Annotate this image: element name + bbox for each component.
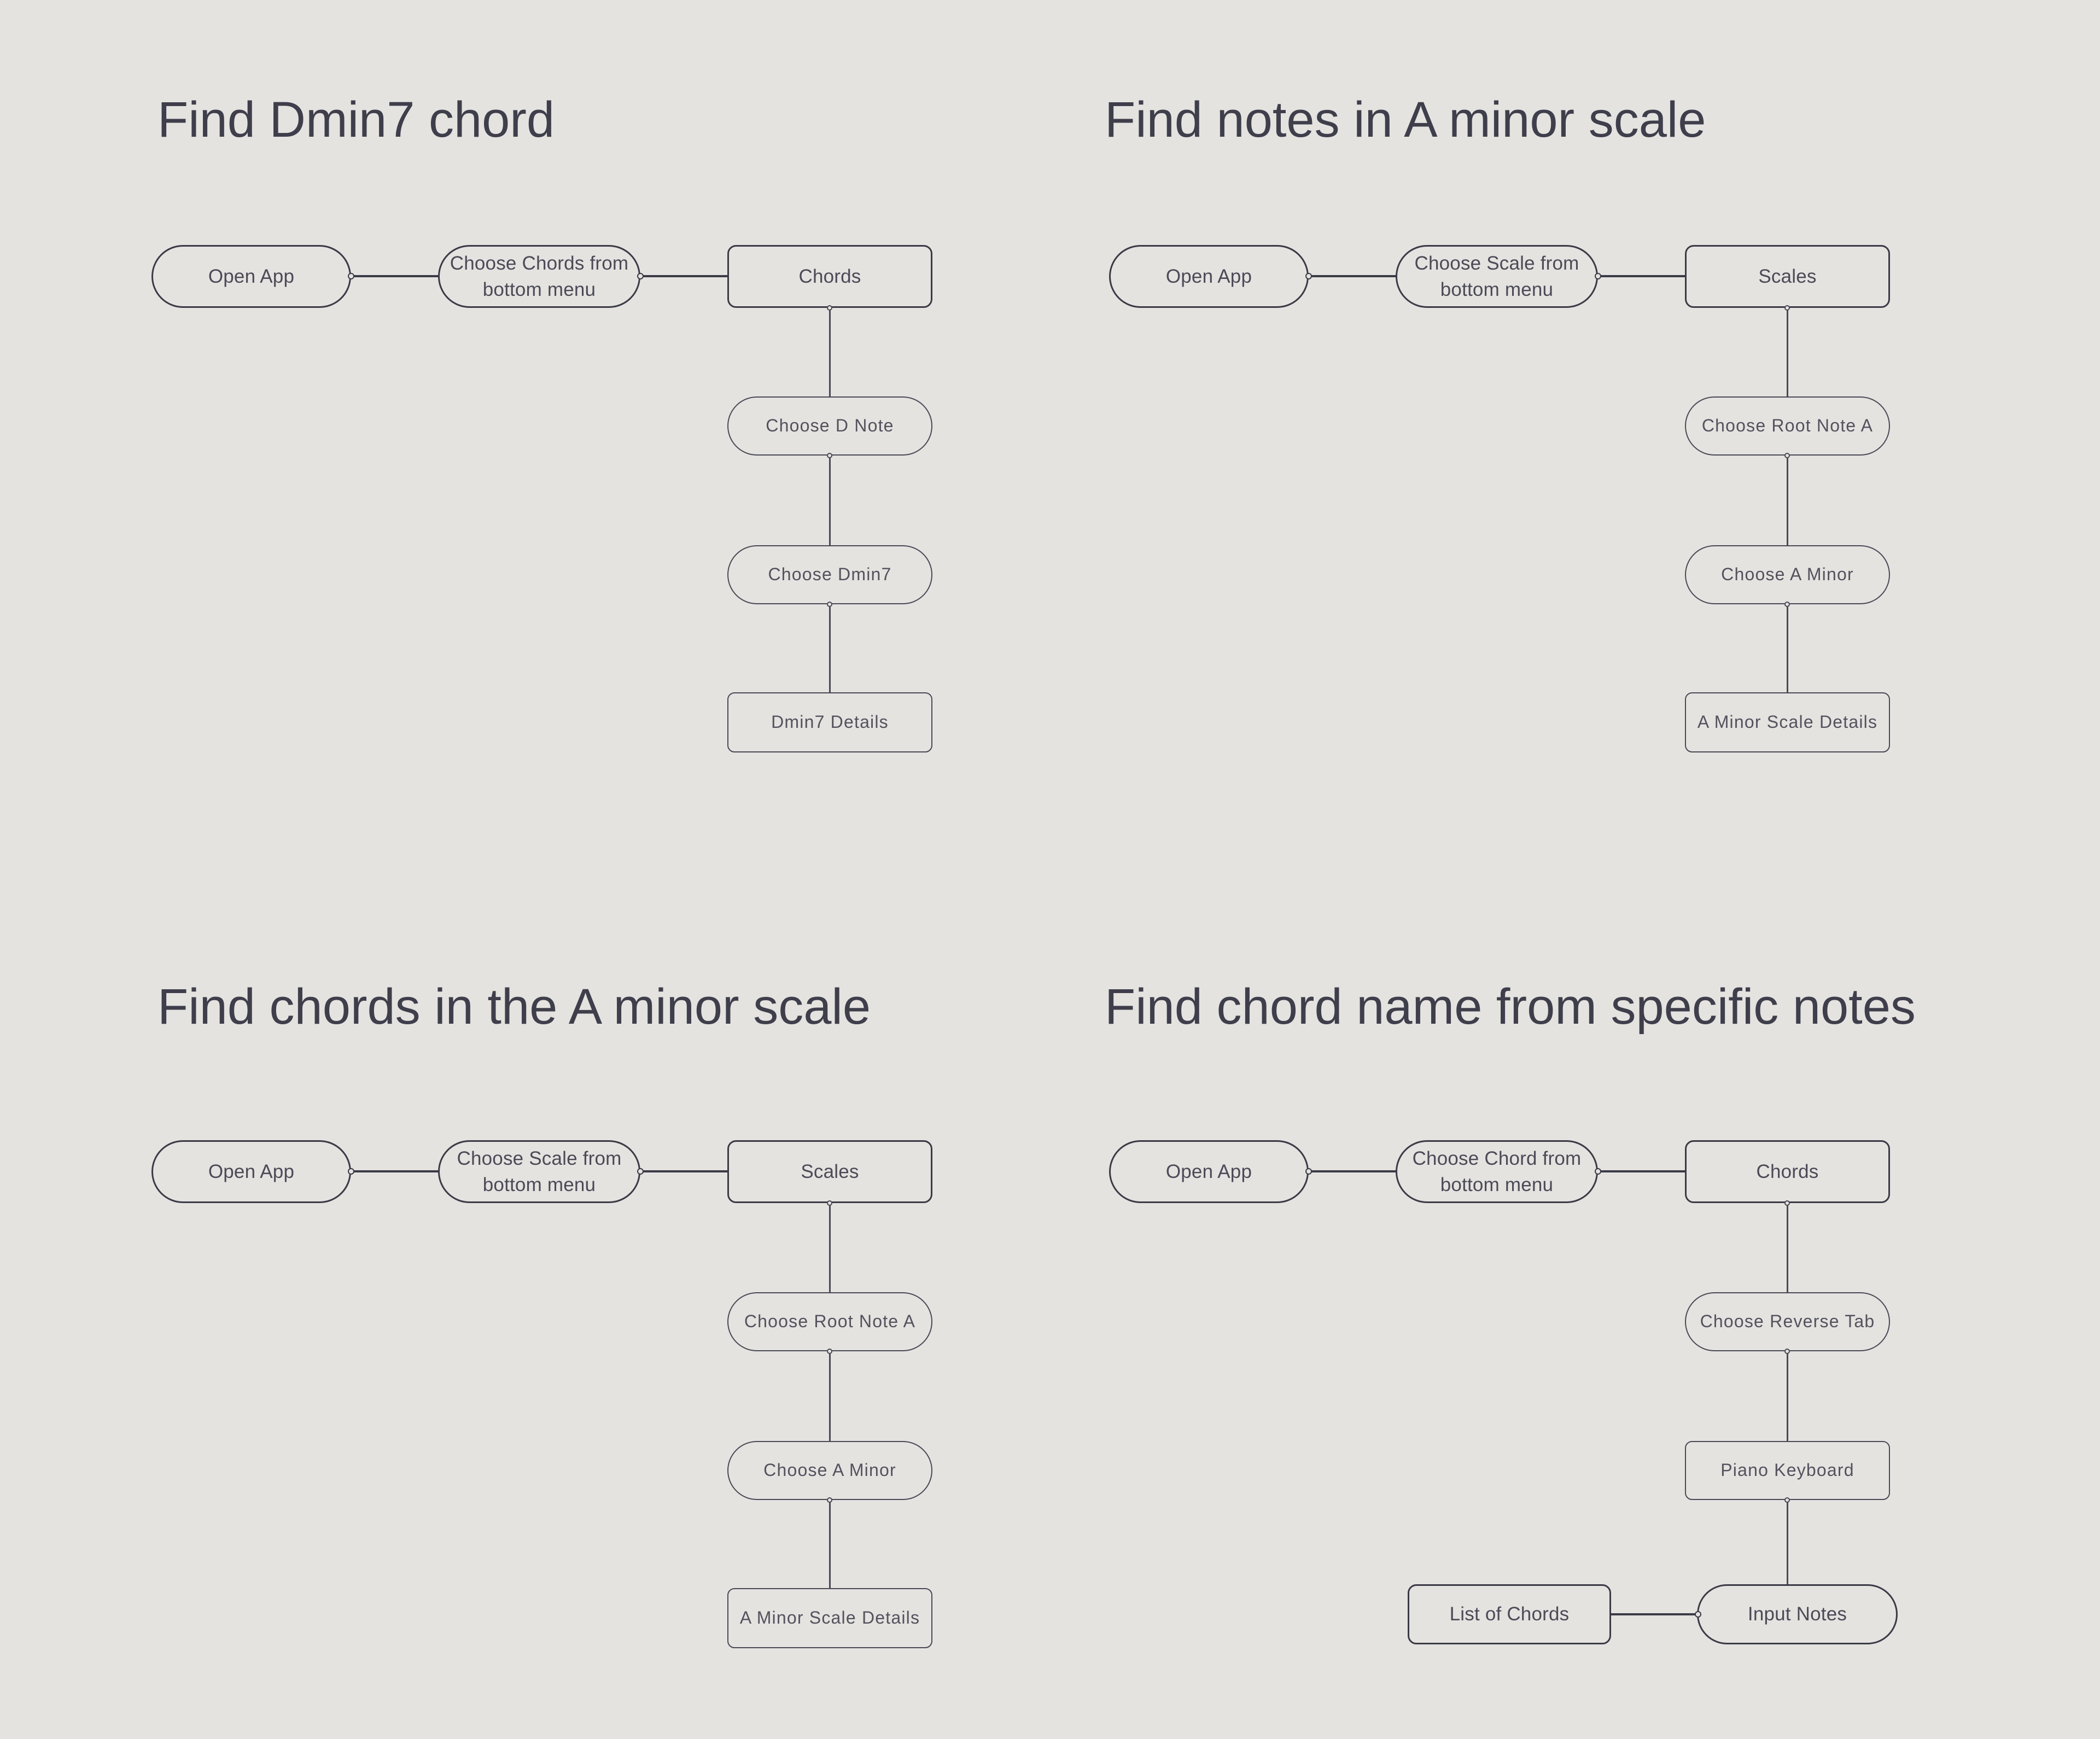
connector-line (639, 275, 728, 277)
connector-dot (1784, 602, 1790, 607)
connector-dot (827, 1349, 832, 1354)
connector-dot (1784, 1349, 1790, 1354)
node-label: Scales (1758, 265, 1817, 287)
connector-line (1611, 1613, 1698, 1615)
connector-dot (1784, 305, 1790, 311)
connector-line (1787, 603, 1788, 693)
node-choose-root-note-a[interactable]: Choose Root Note A (1685, 396, 1890, 456)
node-label: Choose Reverse Tab (1700, 1311, 1875, 1332)
connector-line (350, 275, 439, 277)
connector-line (1308, 1170, 1397, 1172)
connector-dot (637, 1168, 644, 1175)
node-choose-a-minor[interactable]: Choose A Minor (1685, 545, 1890, 604)
connector-dot (1784, 1497, 1790, 1503)
node-label: Choose A Minor (1721, 564, 1854, 585)
node-choose-scale-from-bottom-menu[interactable]: Choose Scale from bottom menu (438, 1140, 640, 1203)
node-scales[interactable]: Scales (727, 1140, 932, 1203)
node-choose-scale-from-bottom-menu[interactable]: Choose Scale from bottom menu (1396, 245, 1598, 308)
connector-dot (827, 602, 832, 607)
connector-dot (827, 453, 832, 458)
node-list-of-chords[interactable]: List of Chords (1408, 1584, 1611, 1644)
node-label: Choose Chord from bottom menu (1412, 1148, 1582, 1195)
node-label: Dmin7 Details (771, 712, 889, 732)
connector-dot (348, 1168, 354, 1175)
node-label: Choose D Note (766, 416, 894, 436)
connector-line (1597, 275, 1686, 277)
node-open-app[interactable]: Open App (151, 1140, 351, 1203)
connector-dot (827, 1200, 832, 1206)
node-label: Choose A Minor (763, 1460, 896, 1480)
node-label: Open App (1165, 265, 1252, 287)
connector-line (829, 307, 831, 398)
connector-dot (1595, 1168, 1601, 1175)
connector-line (350, 1170, 439, 1172)
node-label: Choose Root Note A (744, 1311, 916, 1332)
node-label: Input Notes (1747, 1603, 1847, 1625)
connector-line (1597, 1170, 1686, 1172)
flow-title: Find Dmin7 chord (158, 92, 555, 148)
node-open-app[interactable]: Open App (1109, 245, 1309, 308)
connector-dot (1595, 273, 1601, 279)
node-label: Open App (208, 265, 295, 287)
connector-dot (827, 305, 832, 311)
node-label: Piano Keyboard (1720, 1460, 1854, 1480)
node-label: A Minor Scale Details (1697, 712, 1878, 732)
node-label: Open App (1165, 1160, 1252, 1182)
node-label: Choose Scale from bottom menu (1414, 253, 1579, 300)
connector-line (1787, 307, 1788, 398)
node-a-minor-scale-details[interactable]: A Minor Scale Details (727, 1588, 932, 1648)
connector-line (829, 603, 831, 693)
connector-line (1787, 454, 1788, 547)
node-label: Chords (1756, 1160, 1819, 1182)
connector-line (1787, 1499, 1788, 1586)
node-label: Choose Root Note A (1701, 416, 1874, 436)
node-label: List of Chords (1449, 1603, 1570, 1625)
node-piano-keyboard[interactable]: Piano Keyboard (1685, 1441, 1890, 1500)
connector-dot (1305, 1168, 1312, 1175)
node-a-minor-scale-details[interactable]: A Minor Scale Details (1685, 692, 1890, 752)
connector-line (1308, 275, 1397, 277)
connector-line (829, 1350, 831, 1443)
node-open-app[interactable]: Open App (1109, 1140, 1309, 1203)
connector-line (829, 1202, 831, 1294)
node-choose-reverse-tab[interactable]: Choose Reverse Tab (1685, 1292, 1890, 1351)
node-choose-root-note-a[interactable]: Choose Root Note A (727, 1292, 932, 1351)
node-label: Chords (798, 265, 861, 287)
connector-dot (1695, 1611, 1701, 1618)
connector-line (829, 1499, 831, 1590)
node-label: Choose Dmin7 (768, 564, 892, 585)
connector-dot (637, 273, 644, 279)
flow-title: Find chords in the A minor scale (158, 979, 871, 1035)
connector-dot (1784, 1200, 1790, 1206)
node-scales[interactable]: Scales (1685, 245, 1890, 308)
connector-line (1787, 1202, 1788, 1294)
node-open-app[interactable]: Open App (151, 245, 351, 308)
connector-dot (348, 273, 354, 279)
node-choose-d-note[interactable]: Choose D Note (727, 396, 932, 456)
node-choose-chord-from-bottom-menu[interactable]: Choose Chord from bottom menu (1396, 1140, 1598, 1203)
flow-title: Find chord name from specific notes (1105, 979, 1916, 1035)
node-dmin7-details[interactable]: Dmin7 Details (727, 692, 932, 752)
connector-dot (1305, 273, 1312, 279)
node-choose-a-minor[interactable]: Choose A Minor (727, 1441, 932, 1500)
node-input-notes[interactable]: Input Notes (1697, 1584, 1898, 1644)
connector-dot (827, 1497, 832, 1503)
node-chords[interactable]: Chords (727, 245, 932, 308)
node-label: Open App (208, 1160, 295, 1182)
connector-line (1787, 1350, 1788, 1443)
node-label: A Minor Scale Details (739, 1608, 920, 1628)
connector-line (829, 454, 831, 547)
node-label: Choose Scale from bottom menu (457, 1148, 622, 1195)
node-choose-chords-from-bottom-menu[interactable]: Choose Chords from bottom menu (438, 245, 640, 308)
connector-dot (1784, 453, 1790, 458)
node-choose-dmin7[interactable]: Choose Dmin7 (727, 545, 932, 604)
flow-title: Find notes in A minor scale (1105, 92, 1706, 148)
connector-line (639, 1170, 728, 1172)
node-label: Scales (801, 1160, 859, 1182)
node-label: Choose Chords from bottom menu (450, 253, 629, 300)
node-chords[interactable]: Chords (1685, 1140, 1890, 1203)
